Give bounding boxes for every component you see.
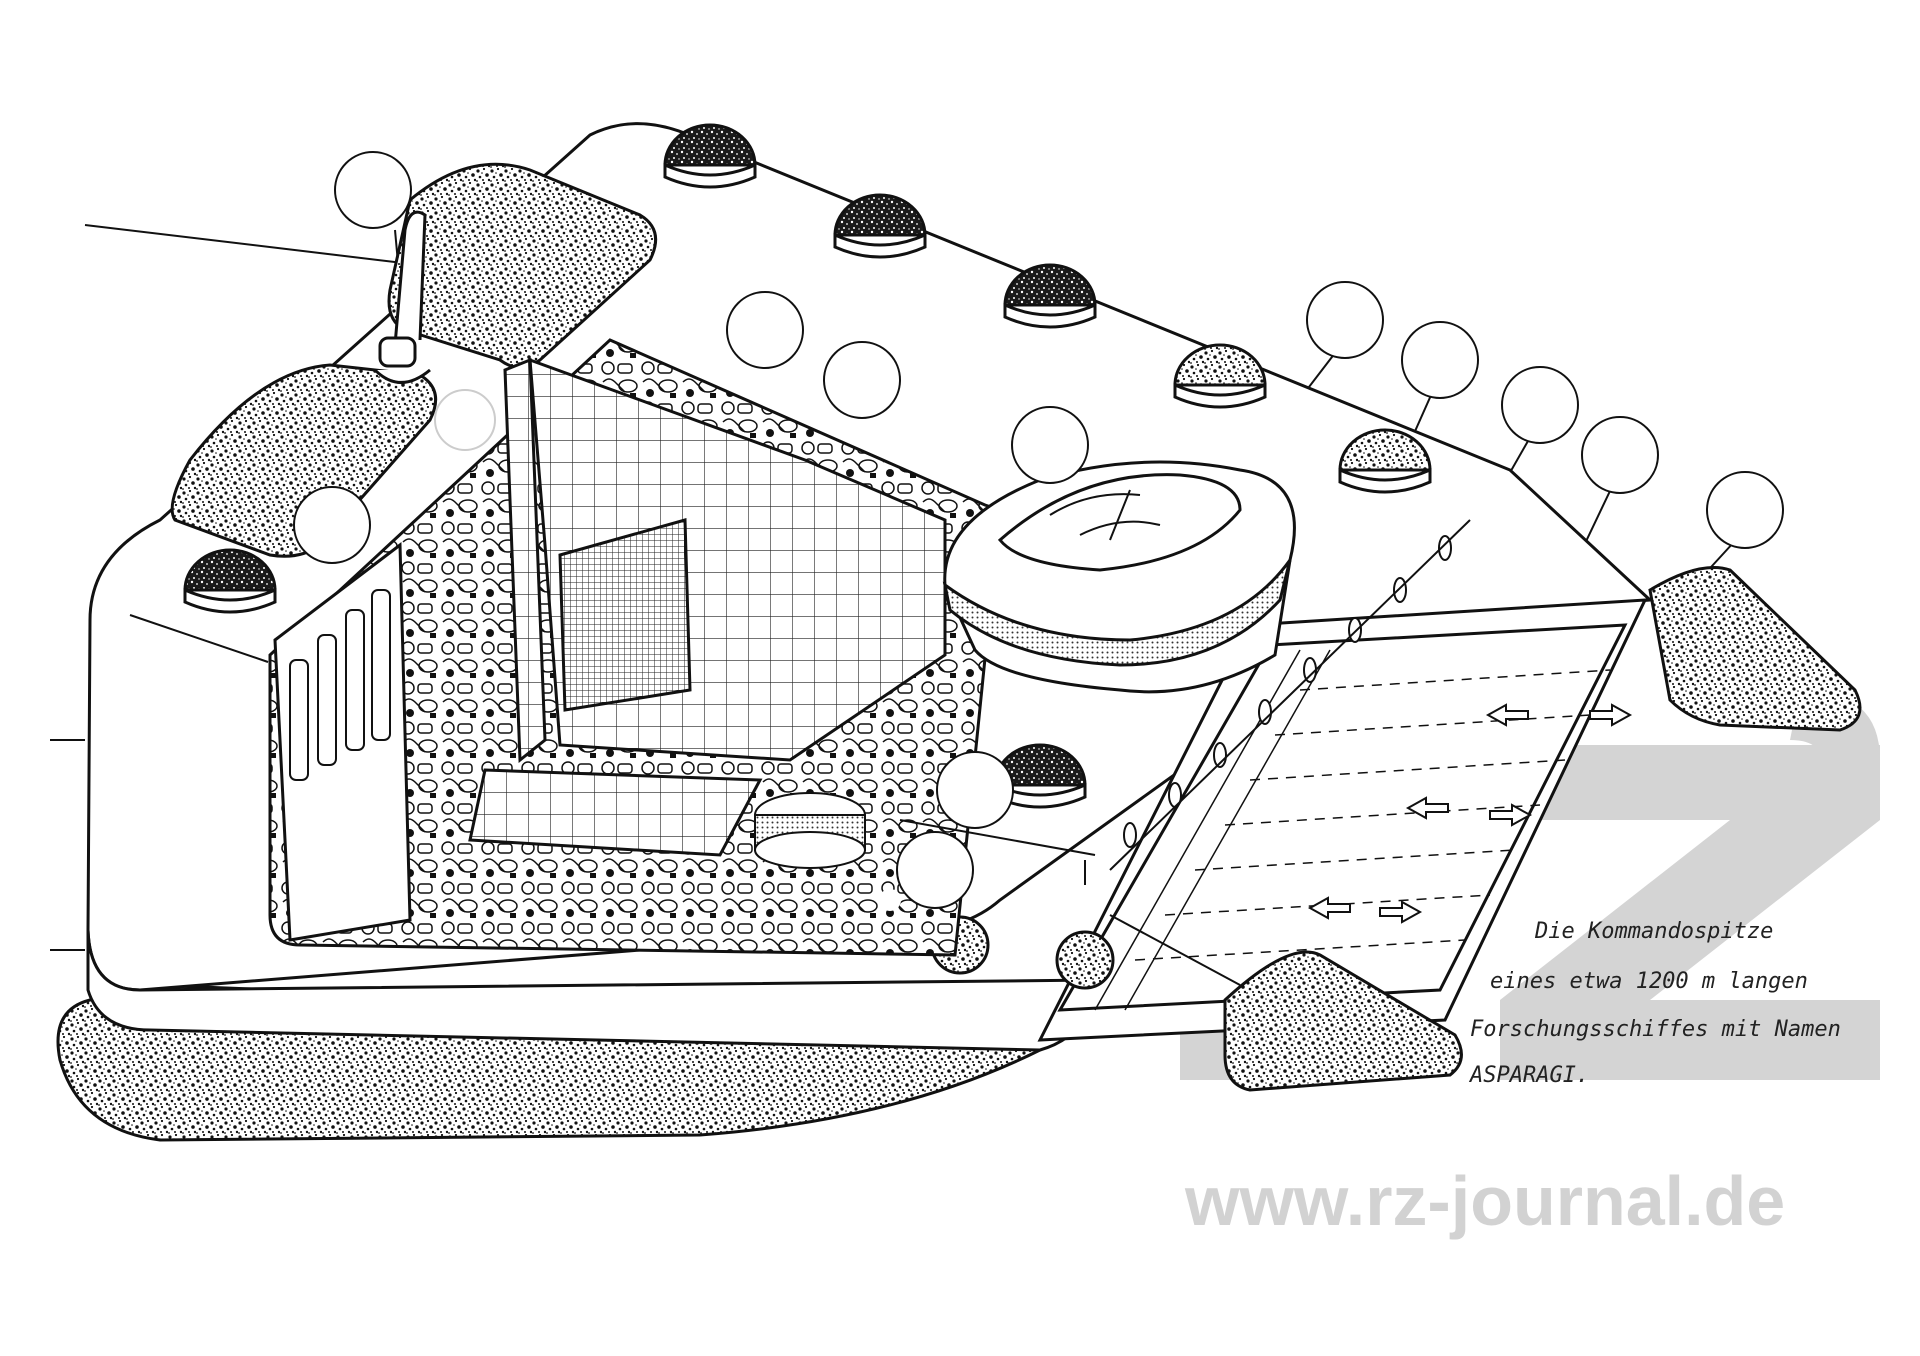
deck-floor-grid [468, 768, 763, 857]
callout-4 [1011, 406, 1089, 484]
caption-line-4: ASPARAGI. [1468, 1063, 1589, 1088]
porthole-row [1109, 519, 1471, 871]
callout-3 [823, 341, 901, 419]
callout-8 [1581, 416, 1659, 494]
callout-2 [726, 291, 804, 369]
callout-14 [879, 889, 901, 911]
dome-6 [183, 548, 277, 614]
watermark-url: www.rz-journal.de [1184, 1162, 1785, 1240]
hull-edges [129, 614, 1241, 986]
dome-2 [833, 193, 927, 259]
dome-1 [663, 123, 757, 189]
dome-5 [1338, 428, 1432, 494]
caption-line-1: Die Kommandospitze [1534, 919, 1773, 944]
antenna [373, 210, 431, 384]
cargo-bay-arrows [1307, 703, 1633, 924]
callout-6 [1401, 321, 1479, 399]
nose-fin-left [1223, 950, 1463, 1092]
arrow-left-icon [1405, 796, 1449, 820]
callout-11 [434, 389, 496, 451]
cutaway-interior [268, 338, 1296, 957]
arrow-left-icon [1307, 896, 1351, 920]
top-pad-left [170, 363, 438, 558]
caption: Die Kommandospitze eines etwa 1200 m lan… [1468, 919, 1841, 1088]
side-light-2 [1055, 930, 1115, 990]
callout-9 [1706, 471, 1784, 549]
callout-circles [293, 151, 1784, 911]
dome-4 [1173, 343, 1267, 409]
caption-line-3: Forschungsschiffes mit Namen [1470, 1017, 1841, 1042]
callout-7 [1501, 366, 1579, 444]
arrow-right-icon [1589, 703, 1633, 727]
hull-pads [170, 162, 1862, 1092]
callout-10 [293, 486, 371, 564]
caption-line-2: eines etwa 1200 m langen [1490, 969, 1808, 994]
callout-5 [1306, 281, 1384, 359]
dome-3 [1003, 263, 1097, 329]
callout-13 [896, 831, 974, 909]
cockpit-canopy [942, 460, 1296, 694]
callout-1 [334, 151, 412, 229]
control-pedestal [754, 792, 866, 869]
nose-fin-right [1648, 566, 1862, 732]
arrow-left-icon [1485, 703, 1529, 727]
arrow-right-icon [1489, 803, 1533, 827]
bulkhead-grid-dense [558, 518, 692, 712]
callout-12 [936, 751, 1014, 829]
arrow-right-icon [1379, 900, 1423, 924]
left-column-grid [503, 357, 547, 764]
